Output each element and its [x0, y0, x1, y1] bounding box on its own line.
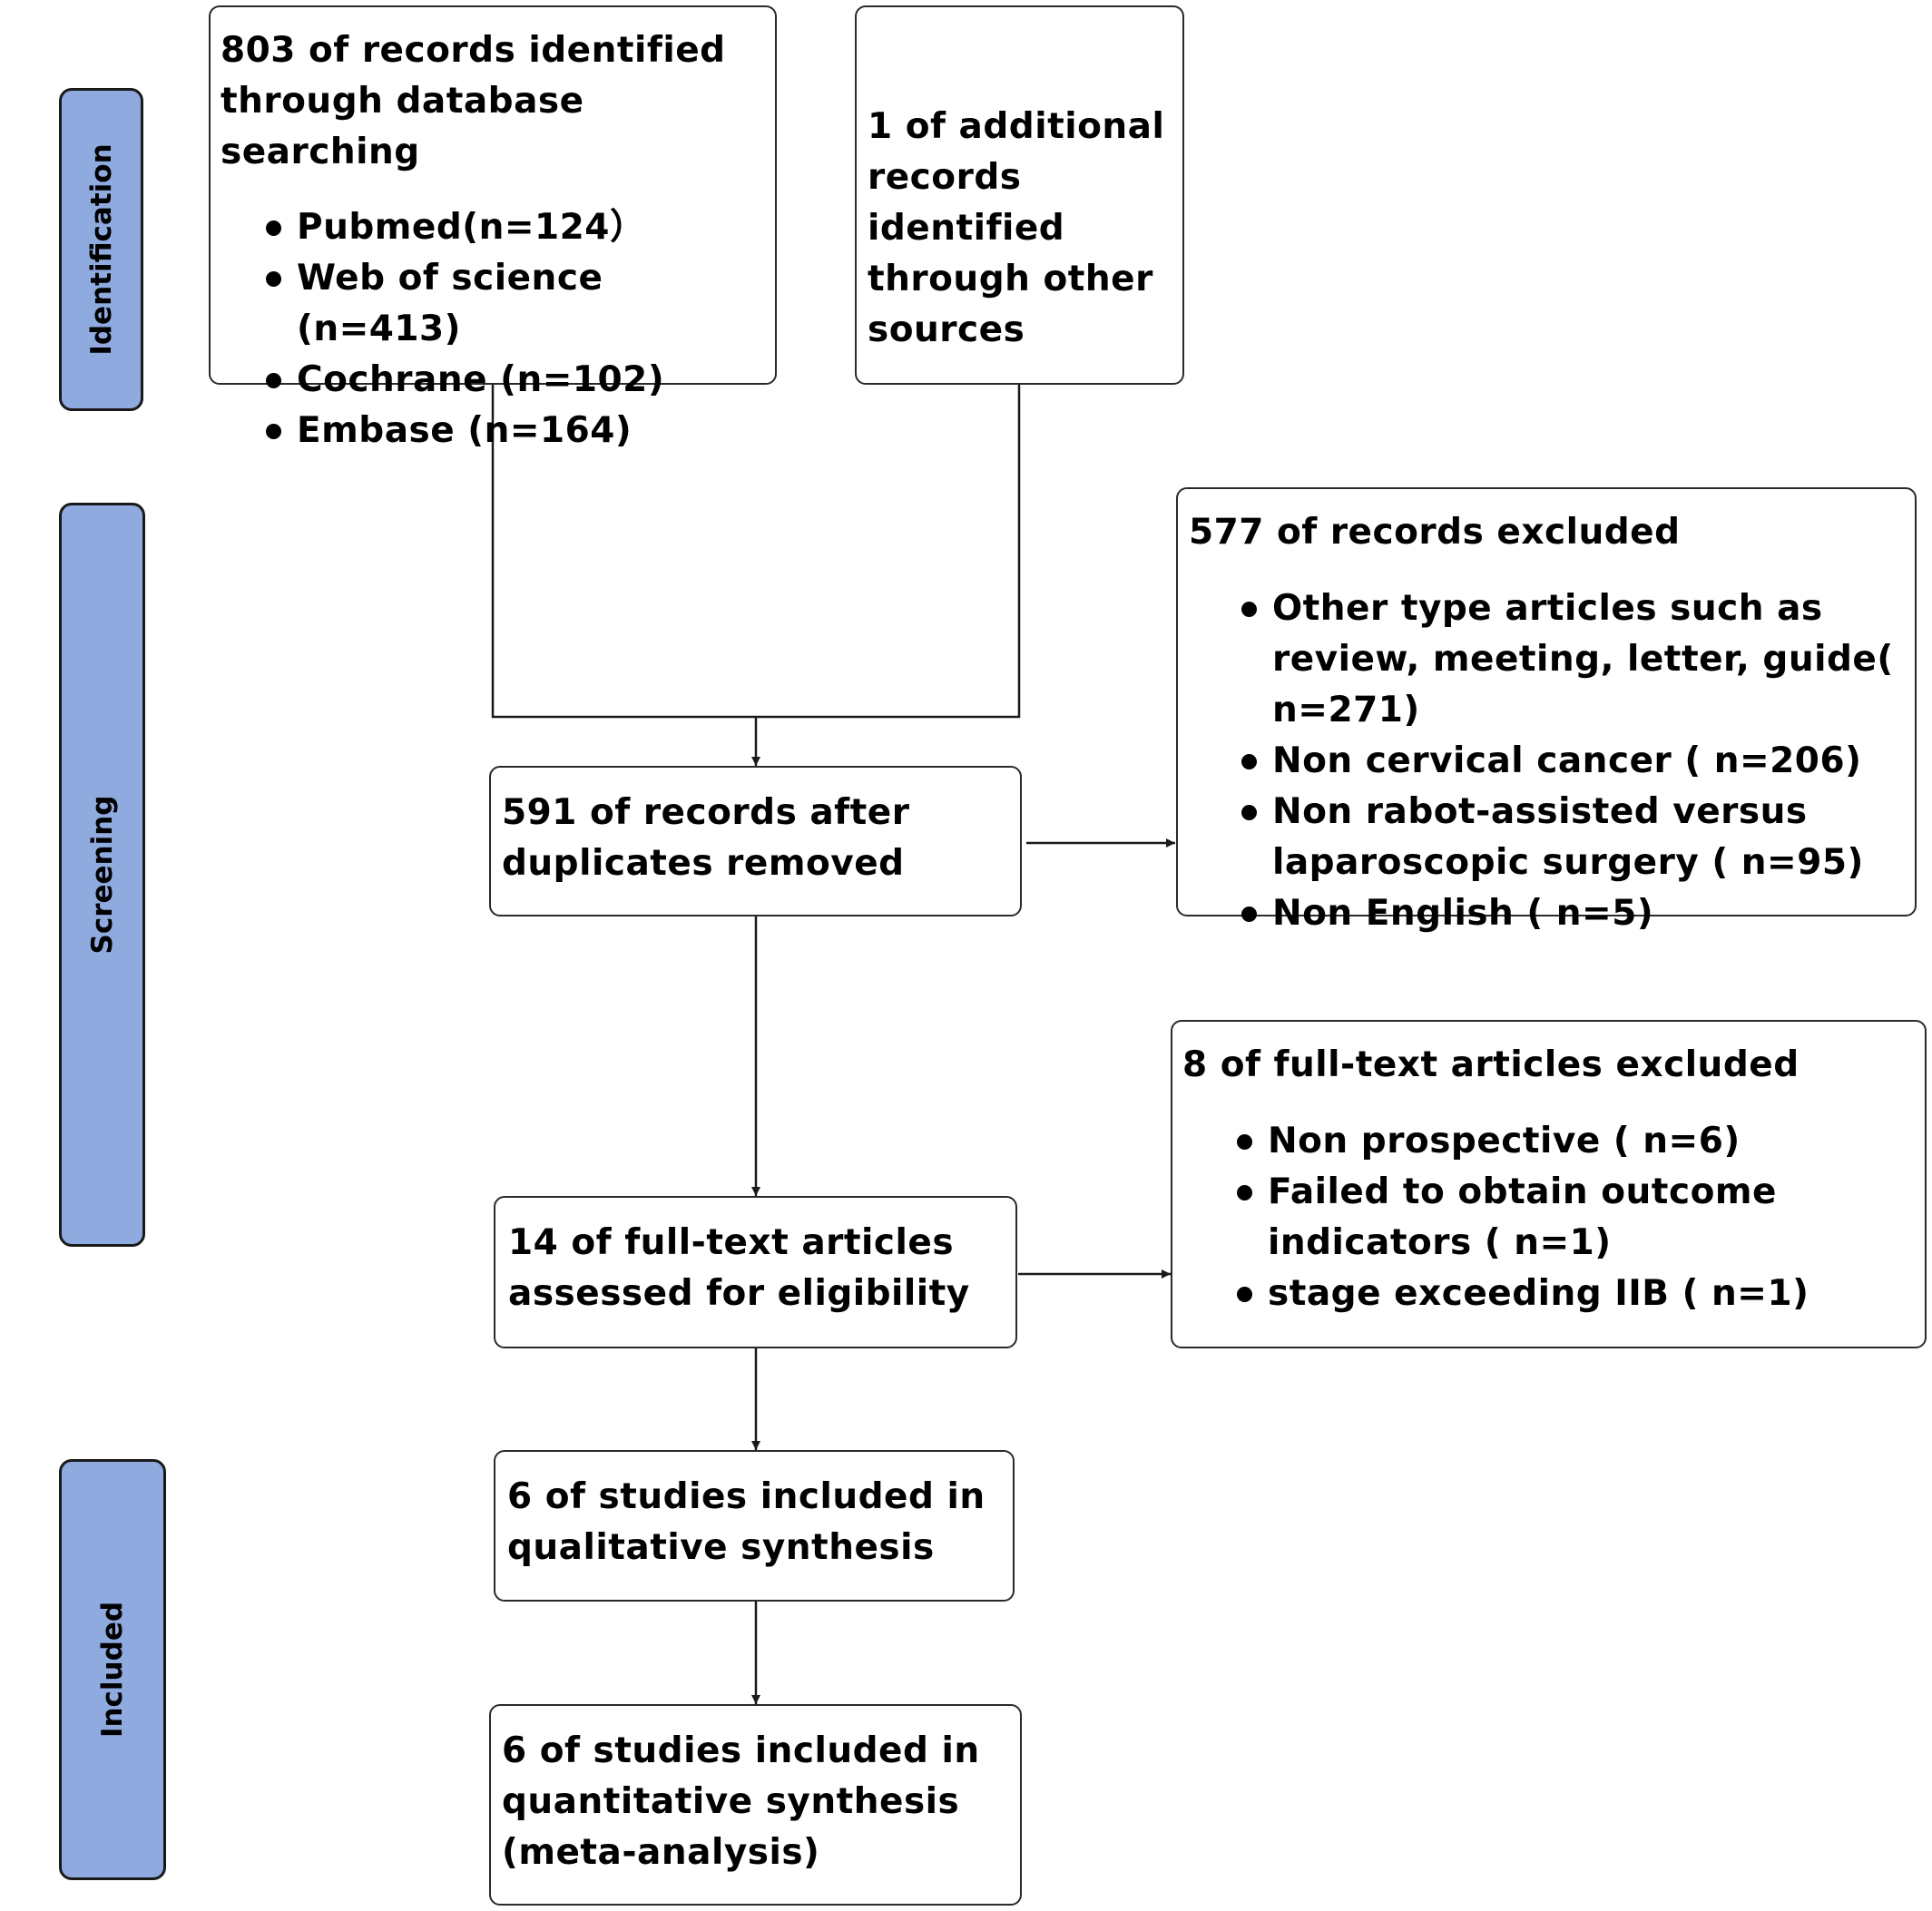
records-excluded-heading: 577 of records excluded — [1189, 512, 1681, 553]
phase-screening: Screening — [59, 503, 145, 1247]
quantitative-synthesis-box: 6 of studies included in quantitative sy… — [489, 1704, 1022, 1906]
source-embase: Embase (n=164) — [266, 406, 766, 456]
source-pubmed: Pubmed(n=124） — [266, 202, 766, 253]
reason-no-outcome-indicators: Failed to obtain outcome indicators ( n=… — [1237, 1167, 1916, 1269]
phase-identification: Identification — [59, 88, 143, 411]
records-excluded-box: 577 of records excluded Other type artic… — [1176, 487, 1917, 934]
duplicates-removed-box: 591 of records after duplicates removed — [489, 766, 1022, 916]
database-search-box: 803 of records identified through databa… — [209, 5, 777, 451]
full-text-excluded-heading: 8 of full-text articles excluded — [1182, 1044, 1800, 1085]
full-text-excluded-reasons: Non prospective ( n=6) Failed to obtain … — [1182, 1116, 1916, 1319]
source-web-of-science: Web of science (n=413) — [266, 253, 766, 355]
qualitative-synthesis-text: 6 of studies included in qualitative syn… — [507, 1476, 986, 1568]
reason-non-prospective: Non prospective ( n=6) — [1237, 1116, 1916, 1167]
reason-non-robot-vs-laparoscopic: Non rabot-assisted versus laparoscopic s… — [1241, 787, 1906, 888]
phase-identification-label: Identification — [84, 143, 118, 356]
phase-included-label: Included — [96, 1601, 129, 1739]
other-sources-text: 1 of additional records identified throu… — [868, 106, 1165, 350]
records-excluded-reasons: Other type articles such as review, meet… — [1189, 583, 1906, 939]
reason-non-cervical-cancer: Non cervical cancer ( n=206) — [1241, 736, 1906, 787]
full-text-assessed-text: 14 of full-text articles assessed for el… — [508, 1222, 970, 1314]
reason-stage-exceeding-iib: stage exceeding IIB ( n=1) — [1237, 1269, 1916, 1319]
duplicates-removed-text: 591 of records after duplicates removed — [502, 792, 910, 884]
database-source-list: Pubmed(n=124） Web of science (n=413) Coc… — [221, 202, 766, 456]
database-search-heading: 803 of records identified through databa… — [221, 30, 726, 172]
phase-included: Included — [59, 1459, 166, 1880]
full-text-assessed-box: 14 of full-text articles assessed for el… — [494, 1196, 1017, 1348]
phase-screening-label: Screening — [85, 795, 119, 955]
qualitative-synthesis-box: 6 of studies included in qualitative syn… — [494, 1450, 1015, 1602]
source-cochrane: Cochrane (n=102) — [266, 355, 766, 406]
quantitative-synthesis-text: 6 of studies included in quantitative sy… — [502, 1730, 980, 1873]
reason-other-article-types: Other type articles such as review, meet… — [1241, 583, 1906, 736]
reason-non-english: Non English ( n=5) — [1241, 888, 1906, 939]
other-sources-box: 1 of additional records identified throu… — [855, 5, 1184, 385]
full-text-excluded-box: 8 of full-text articles excluded Non pro… — [1171, 1020, 1927, 1348]
